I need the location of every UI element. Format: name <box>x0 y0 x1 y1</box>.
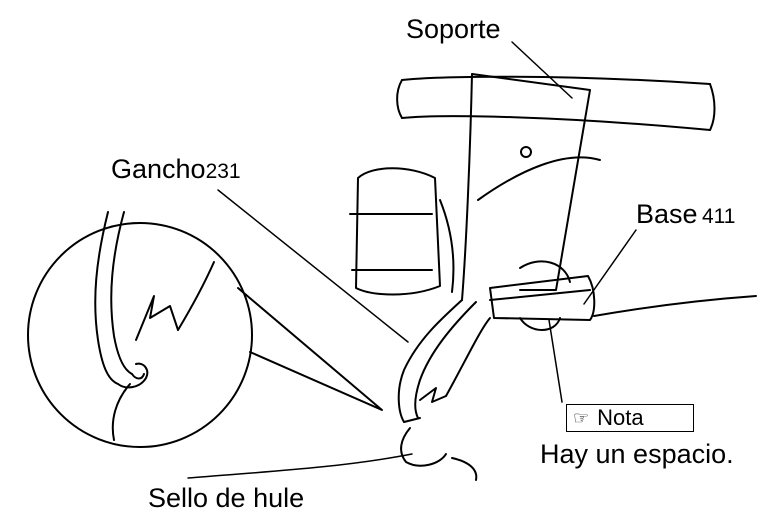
leader-lines <box>187 41 637 479</box>
base-label-text: Base <box>636 199 698 229</box>
pointing-hand-note-icon: ☞ <box>573 408 590 428</box>
gancho-label: Gancho231 <box>111 156 241 183</box>
sello-label: Sello de hule <box>148 483 305 513</box>
bracket <box>461 73 601 301</box>
note-label: Nota <box>597 405 644 430</box>
sello-leader <box>187 453 413 479</box>
note-badge: ☞ Nota <box>566 404 694 432</box>
base-part-number: 411 <box>702 205 736 228</box>
espacio-leader <box>548 319 563 403</box>
base-leader <box>583 229 637 305</box>
hook-part <box>397 299 491 481</box>
gancho-leader <box>217 189 409 343</box>
base-part <box>489 260 757 331</box>
soporte-label: Soporte <box>406 14 501 44</box>
detail-magnifier <box>27 211 383 448</box>
beam <box>396 75 716 131</box>
base-label: Base 411 <box>636 201 735 228</box>
side-block <box>349 167 455 296</box>
gancho-label-text: Gancho <box>111 154 206 184</box>
gap-note-text: Hay un espacio. <box>540 439 734 469</box>
soporte-leader <box>511 41 573 99</box>
gancho-part-number: 231 <box>205 160 241 183</box>
